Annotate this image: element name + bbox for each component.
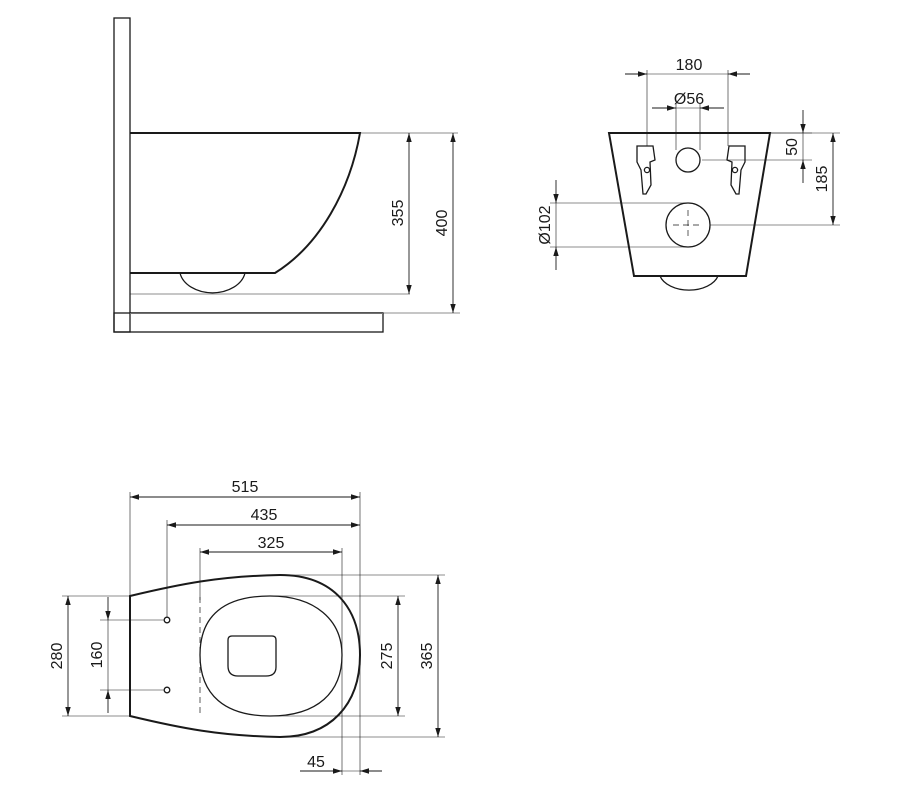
dim-280: 280: [49, 595, 130, 717]
dim-355: 355: [360, 132, 458, 294]
fixing-bracket-right: [726, 145, 746, 195]
dim-label-365: 365: [419, 643, 436, 670]
dim-515: 515: [129, 479, 361, 655]
dim-180: 180: [625, 57, 750, 146]
dim-label-diameter-56: Ø56: [674, 91, 704, 108]
dim-label-400: 400: [434, 210, 451, 237]
dim-label-280: 280: [49, 643, 66, 670]
dim-diameter-102: Ø102: [537, 180, 688, 270]
waste-outlet: [665, 202, 711, 248]
dim-label-275: 275: [379, 643, 396, 670]
dim-435: 435: [166, 507, 360, 617]
water-inlet: [675, 147, 701, 173]
dim-label-325: 325: [258, 535, 285, 552]
dim-diameter-56: Ø56: [652, 91, 724, 150]
dim-label-355: 355: [390, 200, 407, 227]
dim-365: 365: [280, 574, 445, 738]
dim-label-50: 50: [784, 138, 801, 156]
dim-label-185: 185: [814, 166, 831, 193]
dim-400: 400: [383, 133, 460, 314]
dim-325: 325: [199, 535, 343, 775]
dim-label-45: 45: [307, 754, 325, 771]
dim-label-180: 180: [676, 57, 703, 74]
dim-label-515: 515: [232, 479, 259, 496]
dim-45: 45: [300, 655, 382, 775]
floor-hatch: [113, 312, 384, 333]
wall-hatch: [113, 17, 131, 333]
dim-50: 50: [702, 110, 812, 183]
dim-label-160: 160: [89, 642, 106, 669]
side-view: 355 400: [113, 17, 460, 333]
fixing-bracket-left: [636, 145, 656, 195]
dim-label-435: 435: [251, 507, 278, 524]
bowl-side-outline: [130, 132, 410, 295]
dim-185: 185: [710, 132, 840, 226]
dim-160: 160: [89, 597, 164, 713]
dim-275: 275: [270, 595, 405, 717]
rear-outline: [607, 132, 772, 291]
top-view: 515 435 325 160 280: [49, 479, 445, 775]
bowl-top-outline: [129, 573, 362, 739]
dim-label-diameter-102: Ø102: [537, 205, 554, 244]
rear-view: 180 Ø56 50 185: [537, 57, 840, 291]
